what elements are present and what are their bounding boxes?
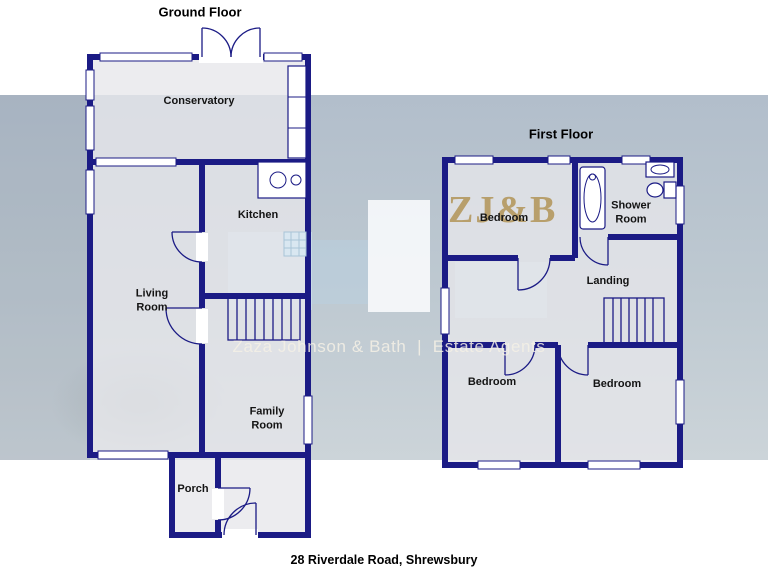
sink: [645, 161, 675, 178]
toilet-cistern: [663, 181, 677, 199]
photo-artifact-shade: [0, 95, 90, 460]
photo-artifact-bright-window: [368, 200, 430, 312]
watermark-logo: ZJ&B: [448, 189, 558, 231]
room-label-bedroom-top: Bedroom: [479, 211, 529, 224]
room-label-bedroom-bottom-right: Bedroom: [592, 377, 642, 390]
ground-doors: [165, 27, 261, 536]
kitchen-fixtures: [257, 65, 307, 257]
porch-block: [169, 452, 311, 538]
first-floor-outline: [442, 157, 683, 468]
photo-artifact-window: [312, 240, 368, 304]
watermark-tagline: Zaza Johnson & Bath | Estate Agents: [232, 337, 546, 356]
kitchen-units: [287, 65, 307, 159]
sink-bowl: [269, 171, 287, 189]
kitchen-sink-counter: [257, 161, 307, 199]
room-label-bedroom-bottom-left: Bedroom: [467, 375, 517, 388]
room-label-porch: Porch: [177, 482, 209, 495]
room-label-landing: Landing: [586, 274, 630, 287]
conservatory-room: [87, 54, 311, 165]
sink-bowl-small: [290, 174, 302, 186]
first-interior-walls: [445, 160, 680, 465]
first-windows: [440, 155, 685, 470]
property-address: 28 Riverdale Road, Shrewsbury: [290, 553, 478, 567]
first-stairs: [603, 297, 665, 344]
shower-room-fixtures: [579, 161, 677, 230]
ground-interior-walls: [199, 162, 308, 535]
toilet-bowl: [646, 182, 664, 198]
room-label-kitchen: Kitchen: [237, 208, 279, 221]
room-label-conservatory: Conservatory: [163, 94, 235, 107]
first-floor-title: First Floor: [528, 126, 594, 142]
first-doors: [504, 236, 609, 376]
first-floor-plan: [440, 155, 685, 470]
ground-stairs: [227, 297, 301, 341]
shower-drain: [589, 173, 596, 181]
ground-floor-plan: [85, 27, 313, 541]
ground-floor-title: Ground Floor: [158, 4, 242, 20]
room-label-living-room: Living Room: [135, 287, 169, 314]
ground-windows: [85, 52, 313, 460]
room-label-shower-room: Shower Room: [611, 199, 651, 226]
room-label-family-room: Family Room: [249, 405, 285, 432]
hob-tiles: [283, 231, 307, 257]
